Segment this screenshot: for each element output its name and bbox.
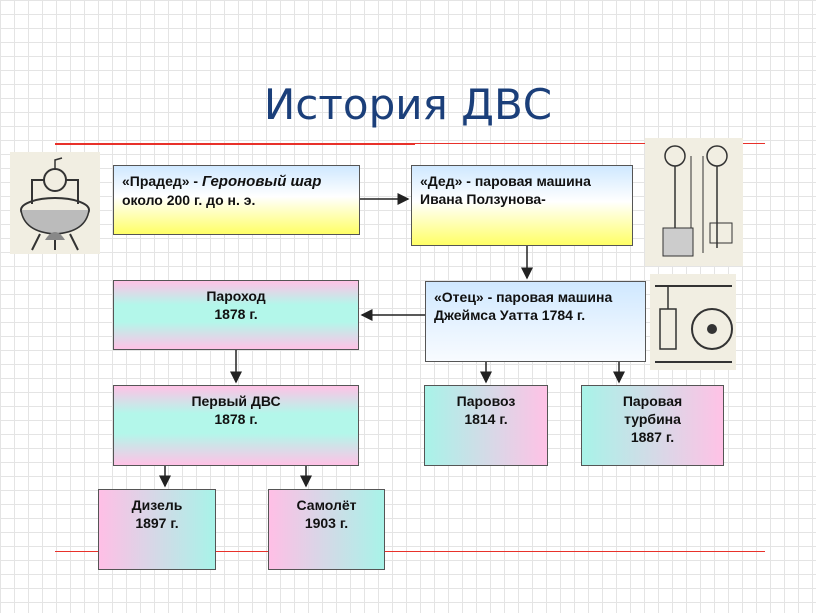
box-dizel: Дизель 1897 г. [98,489,216,570]
box-samolet-name: Самолёт [296,497,357,513]
page-title: История ДВС [263,80,553,129]
box-perviy-dvs-year: 1878 г. [214,411,258,427]
box-turbina: Паровая турбина 1887 г. [581,385,724,466]
box-parovoz-name: Паровоз [456,393,516,409]
box-pradeed-suffix: около 200 г. до н. э. [122,192,256,208]
box-parohod-year: 1878 г. [214,306,258,322]
box-samolet: Самолёт 1903 г. [268,489,385,570]
bottom-divider-line [55,551,765,552]
box-dizel-name: Дизель [131,497,183,513]
box-parohod-name: Пароход [206,288,266,304]
box-samolet-year: 1903 г. [304,515,349,531]
box-otec-text: «Отец» - паровая машина Джеймса Уатта 17… [434,289,613,323]
box-ded: «Дед» - паровая машина Ивана Ползунова- [411,165,633,246]
title-accent-line [55,143,415,145]
box-parovoz-year: 1814 г. [464,411,508,427]
box-dizel-year: 1897 г. [135,515,179,531]
box-pradeed-italic: Героновый шар [201,173,322,190]
polzunov-engine-image [645,138,743,266]
box-perviy-dvs-name: Первый ДВС [191,393,281,409]
box-turbina-year: 1887 г. [630,429,675,445]
heron-ball-image [10,152,100,254]
title-accent-line-thin [415,143,765,144]
box-turbina-name: Паровая турбина [622,393,683,427]
box-ded-text: «Дед» - паровая машина Ивана Ползунова- [420,173,591,207]
box-parohod: Пароход 1878 г. [113,280,359,350]
box-parovoz: Паровоз 1814 г. [424,385,548,466]
watt-engine-image [650,274,736,370]
box-perviy-dvs: Первый ДВС 1878 г. [113,385,359,466]
box-otec: «Отец» - паровая машина Джеймса Уатта 17… [425,281,646,362]
box-pradeed: «Прадед» - Героновый шар около 200 г. до… [113,165,360,235]
box-pradeed-prefix: «Прадед» - [122,173,202,189]
